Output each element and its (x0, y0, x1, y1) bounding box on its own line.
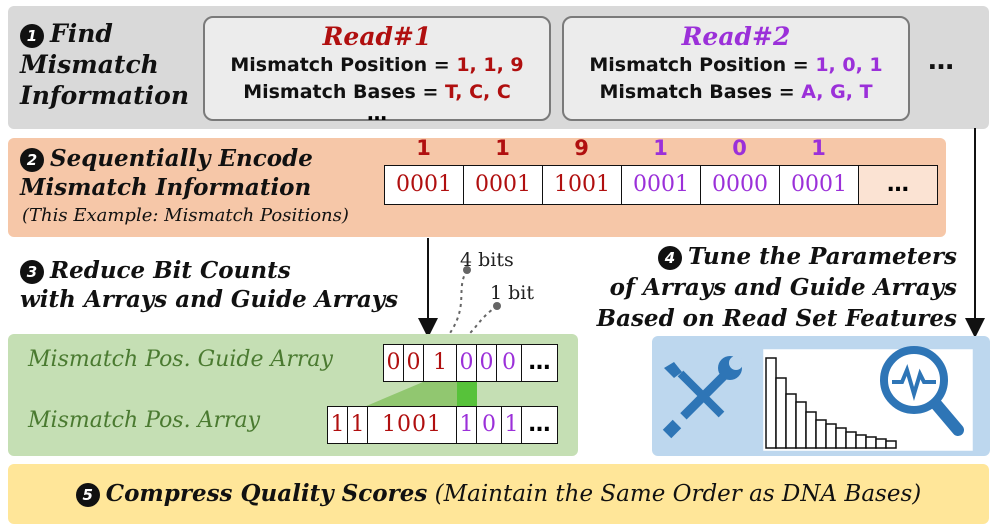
encoding-cell: 0000 (700, 165, 780, 205)
read2-title: Read#2 (681, 22, 791, 51)
magnifier-icon (880, 346, 964, 436)
encoding-label: 1 (811, 136, 826, 160)
encoding-cell: 0001 (463, 165, 543, 205)
tools-icon (662, 356, 743, 439)
callout-4bits: 4 bits (460, 249, 514, 271)
encoding-label: 1 (495, 136, 510, 160)
pos-array-cell: 1 (327, 406, 348, 444)
read2-position-line: Mismatch Position = 1, 0, 1 (589, 54, 883, 76)
step1-number-badge: 1 (20, 23, 44, 48)
pos-array-label: Mismatch Pos. Array (28, 408, 261, 433)
read2-box: Read#2 Mismatch Position = 1, 0, 1 Misma… (562, 16, 910, 121)
quality-scores-panel (8, 464, 989, 524)
read1-title: Read#1 (322, 22, 432, 51)
encoding-label: 1 (653, 136, 668, 160)
encoding-label: 9 (574, 136, 589, 160)
guide-array-cell: 0 (383, 344, 404, 382)
pos-array-cell: 0 (476, 406, 502, 444)
guide-array-cell: 1 (423, 344, 457, 382)
encoding-cell: 0001 (384, 165, 464, 205)
read1-position-line: Mismatch Position = 1, 1, 9 (230, 54, 524, 76)
read1-more: … (367, 101, 387, 125)
read1-bases-line: Mismatch Bases = T, C, C (243, 81, 511, 103)
guide-array-label: Mismatch Pos. Guide Array (28, 347, 333, 372)
more-reads-ellipsis: … (928, 46, 954, 76)
step2-number-badge: 2 (20, 148, 44, 172)
encoding-cell: 0001 (621, 165, 701, 205)
encoding-label: 1 (416, 136, 431, 160)
pos-array-more-cell: … (521, 406, 558, 444)
encoding-cell: 1001 (542, 165, 622, 205)
pos-array-cell: 1001 (367, 406, 457, 444)
guide-array-cell: 0 (476, 344, 497, 382)
step4-number-badge: 4 (658, 246, 683, 270)
guide-array-more-cell: … (521, 344, 558, 382)
pos-array-cell: 1 (456, 406, 477, 444)
pos-array-cell: 1 (501, 406, 522, 444)
step5-number-badge: 5 (75, 483, 100, 507)
pos-array-cell: 1 (347, 406, 368, 444)
read1-box: Read#1 Mismatch Position = 1, 1, 9 Misma… (203, 16, 551, 125)
tuning-illustration (662, 346, 973, 451)
encoding-cell: 0001 (779, 165, 859, 205)
read2-bases-line: Mismatch Bases = A, G, T (599, 81, 873, 103)
guide-array-cell: 0 (496, 344, 522, 382)
callout-1bit-line (466, 305, 498, 337)
encoding-label: 0 (732, 136, 747, 160)
step2-subtitle: (This Example: Mismatch Positions) (22, 205, 349, 226)
encoding-more-cell: … (858, 165, 938, 205)
tuning-panel (652, 336, 990, 456)
callout-1bit: 1 bit (490, 282, 534, 304)
step3-number-badge: 3 (20, 260, 44, 284)
callout-4bits-line (447, 269, 468, 337)
